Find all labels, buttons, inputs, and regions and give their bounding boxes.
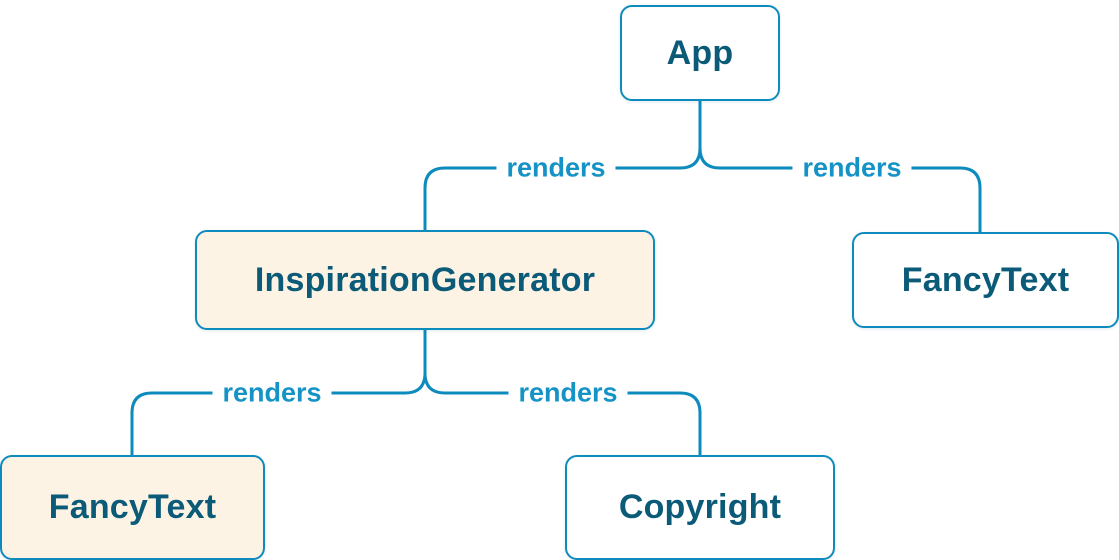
edge-label-renders-left-top: renders xyxy=(496,152,616,184)
node-copyright-label: Copyright xyxy=(618,488,782,526)
node-inspiration-generator: InspirationGenerator xyxy=(195,230,655,330)
node-fancy-text-top: FancyText xyxy=(852,232,1119,328)
node-app-label: App xyxy=(666,33,734,72)
node-inspiration-generator-label: InspirationGenerator xyxy=(254,260,596,299)
node-fancy-text-top-label: FancyText xyxy=(901,260,1070,299)
node-copyright: Copyright xyxy=(565,455,835,560)
edge-label-renders-right-bottom: renders xyxy=(508,377,628,409)
node-app: App xyxy=(620,5,780,101)
edge-label-renders-right-top: renders xyxy=(792,152,912,184)
node-fancy-text-bottom-label: FancyText xyxy=(48,488,217,526)
edge-label-renders-left-bottom: renders xyxy=(212,377,332,409)
node-fancy-text-bottom: FancyText xyxy=(0,455,265,560)
